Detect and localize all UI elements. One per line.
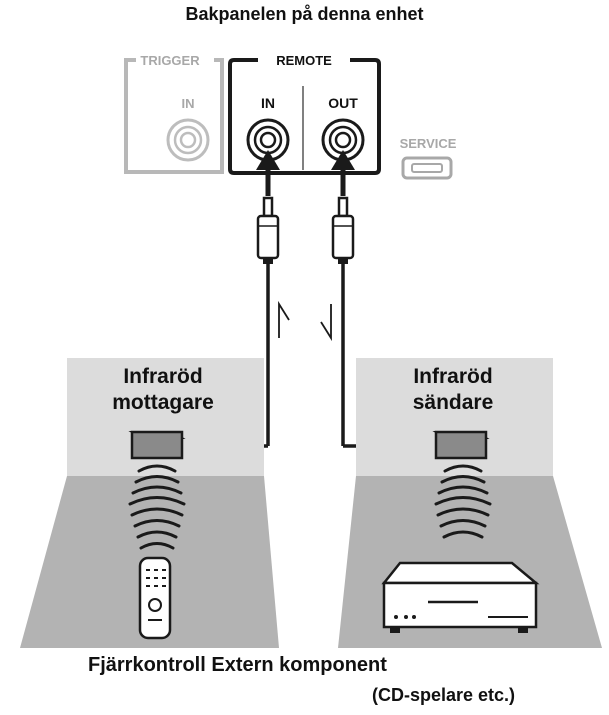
remote-label: REMOTE (276, 53, 332, 68)
trigger-in-jack (166, 118, 210, 162)
trigger-section: TRIGGER IN (124, 53, 224, 174)
remote-section: REMOTE IN OUT (228, 53, 381, 175)
ir-transmitter-device (432, 430, 490, 460)
up-direction-arrow-icon (278, 300, 290, 338)
trigger-in-label: IN (182, 96, 195, 111)
trigger-label: TRIGGER (140, 53, 200, 68)
remote-in-label: IN (261, 95, 275, 111)
ir-receiver-label-line1: Infraröd (123, 365, 203, 388)
ir-receiver-label: Infraröd mottagare (98, 364, 228, 416)
remote-in-jack (246, 118, 290, 162)
cd-player-icon (381, 561, 540, 633)
remote-out-jack (321, 118, 365, 162)
caption-devices: Fjärrkontroll Extern komponent (88, 654, 387, 676)
service-port (401, 156, 453, 180)
ir-waves-icon (128, 464, 186, 550)
ir-receiver-label-line2: mottagare (112, 391, 214, 414)
receiver-area (20, 358, 279, 648)
ir-receiver-device (128, 430, 186, 460)
down-direction-arrow-icon (320, 304, 332, 342)
transmitter-area (338, 358, 602, 648)
ir-transmitter-label: Infraröd sändare (388, 364, 518, 416)
service-label: SERVICE (400, 136, 457, 151)
remote-control-icon (138, 556, 172, 640)
page-title: Bakpanelen på denna enhet (185, 4, 424, 24)
service-section: SERVICE (400, 136, 457, 180)
remote-out-label: OUT (328, 95, 358, 111)
ir-transmitter-label-line2: sändare (412, 391, 494, 414)
ir-waves-icon (434, 464, 492, 539)
ir-transmitter-label-line1: Infraröd (413, 365, 493, 388)
caption-cd-player-note: (CD-spelare etc.) (372, 685, 516, 705)
